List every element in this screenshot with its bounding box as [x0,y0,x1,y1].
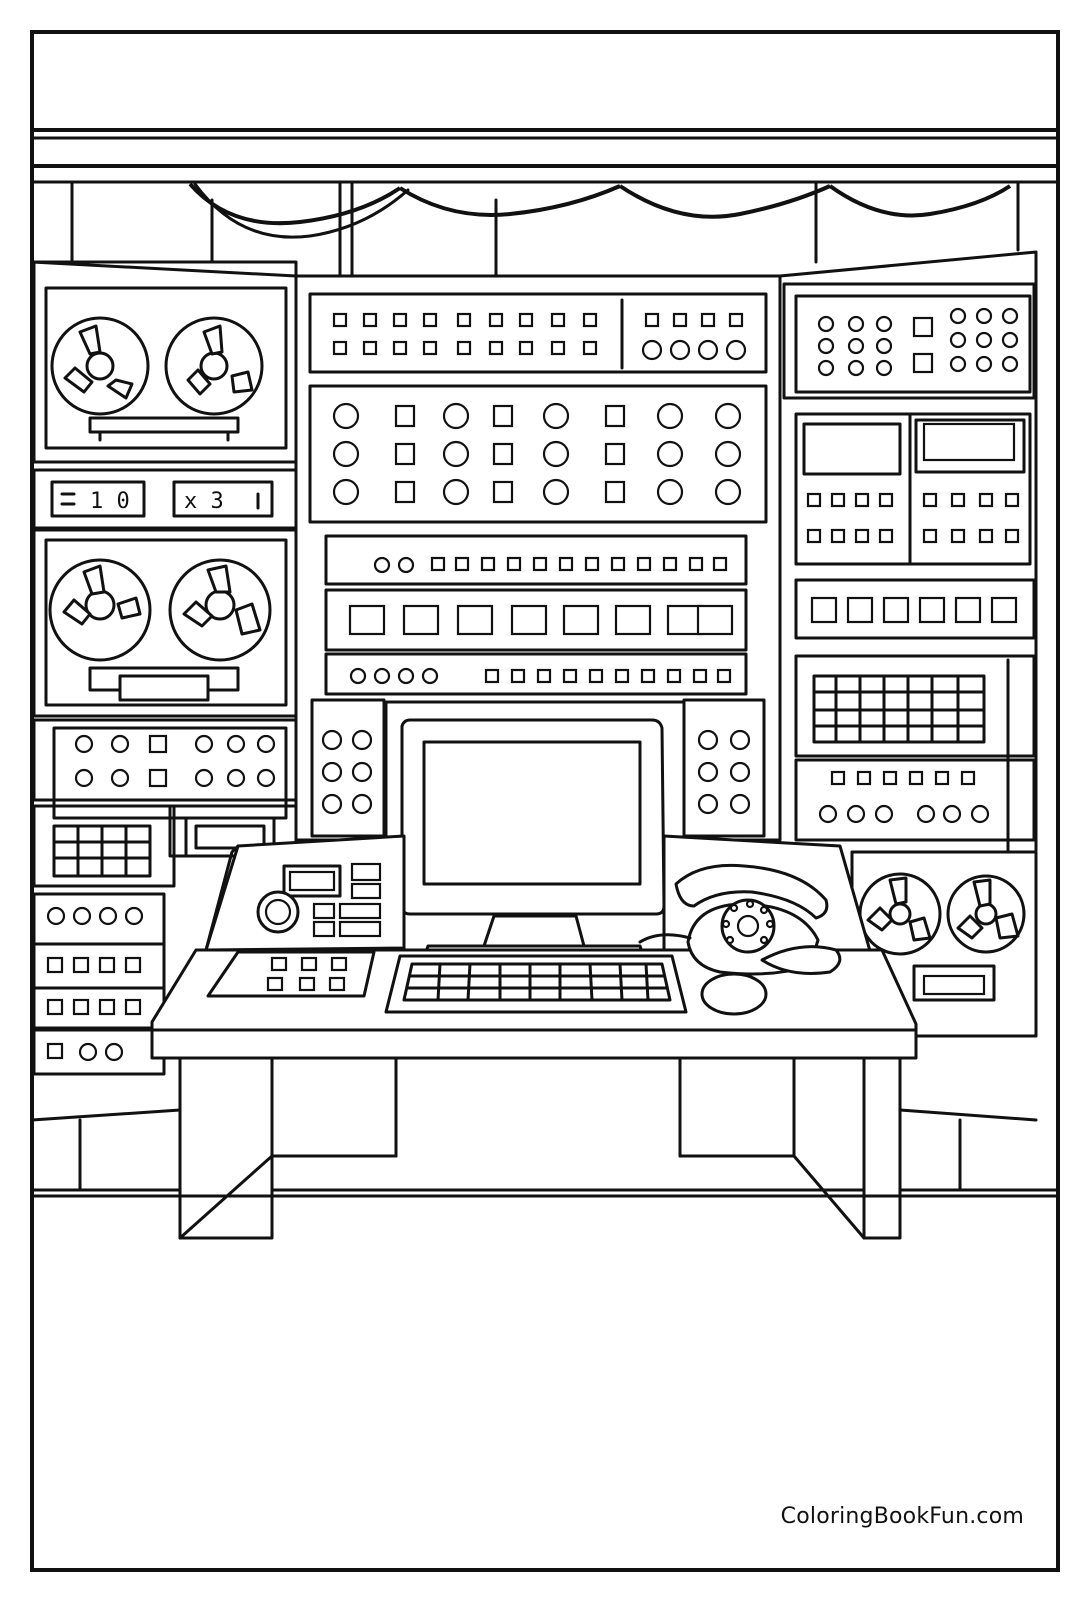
tape-reels-left-bottom [48,558,272,702]
console-controls [206,862,382,998]
counter-1-text: 1 0 [90,489,130,514]
page-border [30,30,1060,1572]
center-knob-grid [332,402,742,506]
keyboard [384,954,688,1014]
counter-2-text: x 3 [184,489,224,514]
hanging-cables [188,182,1012,239]
center-top-buttons [332,312,747,361]
tape-reels-left-top [50,316,264,442]
left-rack [32,260,298,888]
mouse [700,972,768,1016]
left-control-panel [52,734,276,878]
center-rack [294,274,782,842]
computer-monitor [384,700,686,960]
left-lower-rack [32,892,166,1076]
right-rack [782,282,1036,852]
center-button-strips [321,556,751,815]
counter-displays: 1 0 x 3 [50,480,274,518]
rotary-telephone [638,863,842,976]
watermark: ColoringBookFun.com [780,1504,1024,1529]
monitor-screen [422,740,642,886]
ceiling [30,128,1060,277]
